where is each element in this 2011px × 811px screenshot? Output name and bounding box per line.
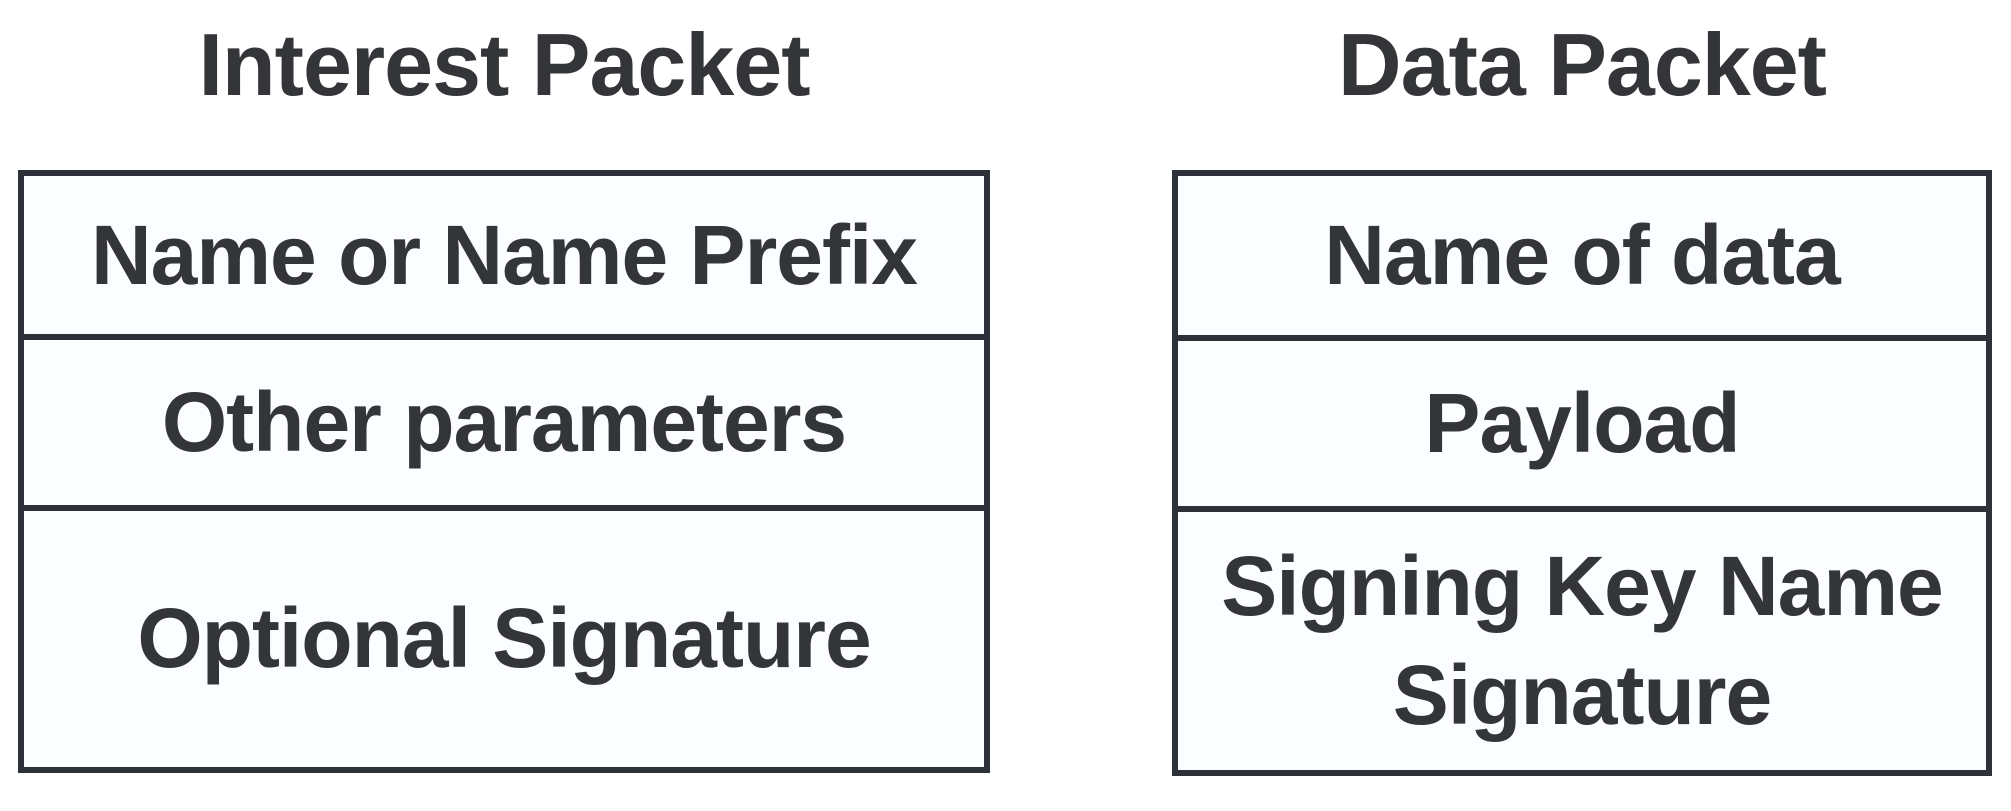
interest-packet-box: Name or Name Prefix Other parameters Opt… (18, 170, 990, 773)
interest-packet-row-parameters-label: Other parameters (161, 375, 847, 469)
interest-packet-row-name: Name or Name Prefix (24, 176, 984, 334)
interest-packet-title: Interest Packet (198, 15, 810, 114)
data-packet-box: Name of data Payload Signing Key Name Si… (1172, 170, 1992, 776)
interest-packet-row-name-label: Name or Name Prefix (90, 207, 918, 302)
data-packet-row-name-label: Name of data (1324, 208, 1840, 303)
data-packet-row-signing-key-name-label: Signing Key Name (1221, 539, 1944, 634)
interest-packet-row-signature-label: Optional Signature (137, 591, 871, 686)
interest-packet-row-parameters: Other parameters (24, 334, 984, 504)
data-packet-row-payload-label: Payload (1424, 376, 1740, 471)
data-packet-row-signature-label: Signature (1392, 648, 1772, 743)
data-packet-row-name: Name of data (1178, 176, 1986, 335)
data-packet-row-signature: Signing Key Name Signature (1178, 506, 1986, 770)
data-packet-title: Data Packet (1338, 15, 1827, 114)
interest-packet-row-signature: Optional Signature (24, 504, 984, 767)
data-packet-row-payload: Payload (1178, 335, 1986, 506)
